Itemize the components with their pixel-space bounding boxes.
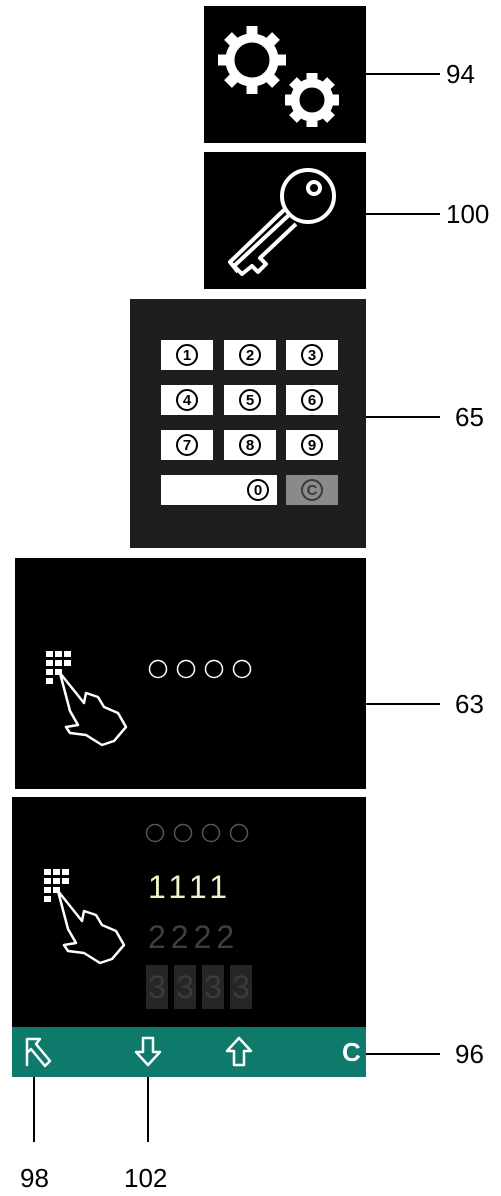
code-cell: 3: [230, 965, 252, 1009]
code-row-inactive[interactable]: 2222: [148, 919, 240, 955]
key-clear[interactable]: C: [286, 475, 338, 505]
key-6[interactable]: 6: [286, 385, 338, 415]
ref-65: 65: [455, 402, 484, 432]
ref-102: 102: [124, 1163, 168, 1193]
keypad-hand-icon: [46, 651, 128, 747]
settings-panel[interactable]: [204, 6, 366, 143]
key-2[interactable]: 2: [224, 340, 276, 370]
key-8[interactable]: 8: [224, 430, 276, 460]
ref-96: 96: [455, 1039, 484, 1069]
code-row-selected[interactable]: 1111: [148, 869, 233, 905]
code-cell: 3: [174, 965, 196, 1009]
up-arrow-icon[interactable]: [225, 1035, 253, 1069]
key-4[interactable]: 4: [161, 385, 213, 415]
key-5[interactable]: 5: [224, 385, 276, 415]
pin-screen-panel: [15, 558, 366, 789]
key-panel[interactable]: [204, 152, 366, 289]
key-icon: [228, 168, 336, 276]
ref-100: 100: [446, 199, 490, 229]
key-7[interactable]: 7: [161, 430, 213, 460]
keypad-panel: 1 2 3 4 5 6 7 8 9 0 C: [130, 299, 366, 548]
key-1[interactable]: 1: [161, 340, 213, 370]
down-arrow-icon[interactable]: [134, 1035, 162, 1069]
ref-63: 63: [455, 689, 484, 719]
key-3[interactable]: 3: [286, 340, 338, 370]
pin-dots: [148, 659, 252, 679]
gears-icon: [218, 26, 339, 127]
ref-98: 98: [20, 1163, 49, 1193]
code-cell: 3: [146, 965, 168, 1009]
back-arrow-icon[interactable]: [24, 1035, 54, 1069]
ref-94: 94: [446, 59, 475, 89]
clear-button[interactable]: C: [342, 1037, 361, 1067]
bottom-action-bar: C: [12, 1027, 366, 1077]
code-cell: 3: [202, 965, 224, 1009]
pin-dots-dim: [145, 823, 249, 843]
key-9[interactable]: 9: [286, 430, 338, 460]
keypad-hand-icon: [44, 869, 126, 965]
key-0[interactable]: 0: [161, 475, 277, 505]
